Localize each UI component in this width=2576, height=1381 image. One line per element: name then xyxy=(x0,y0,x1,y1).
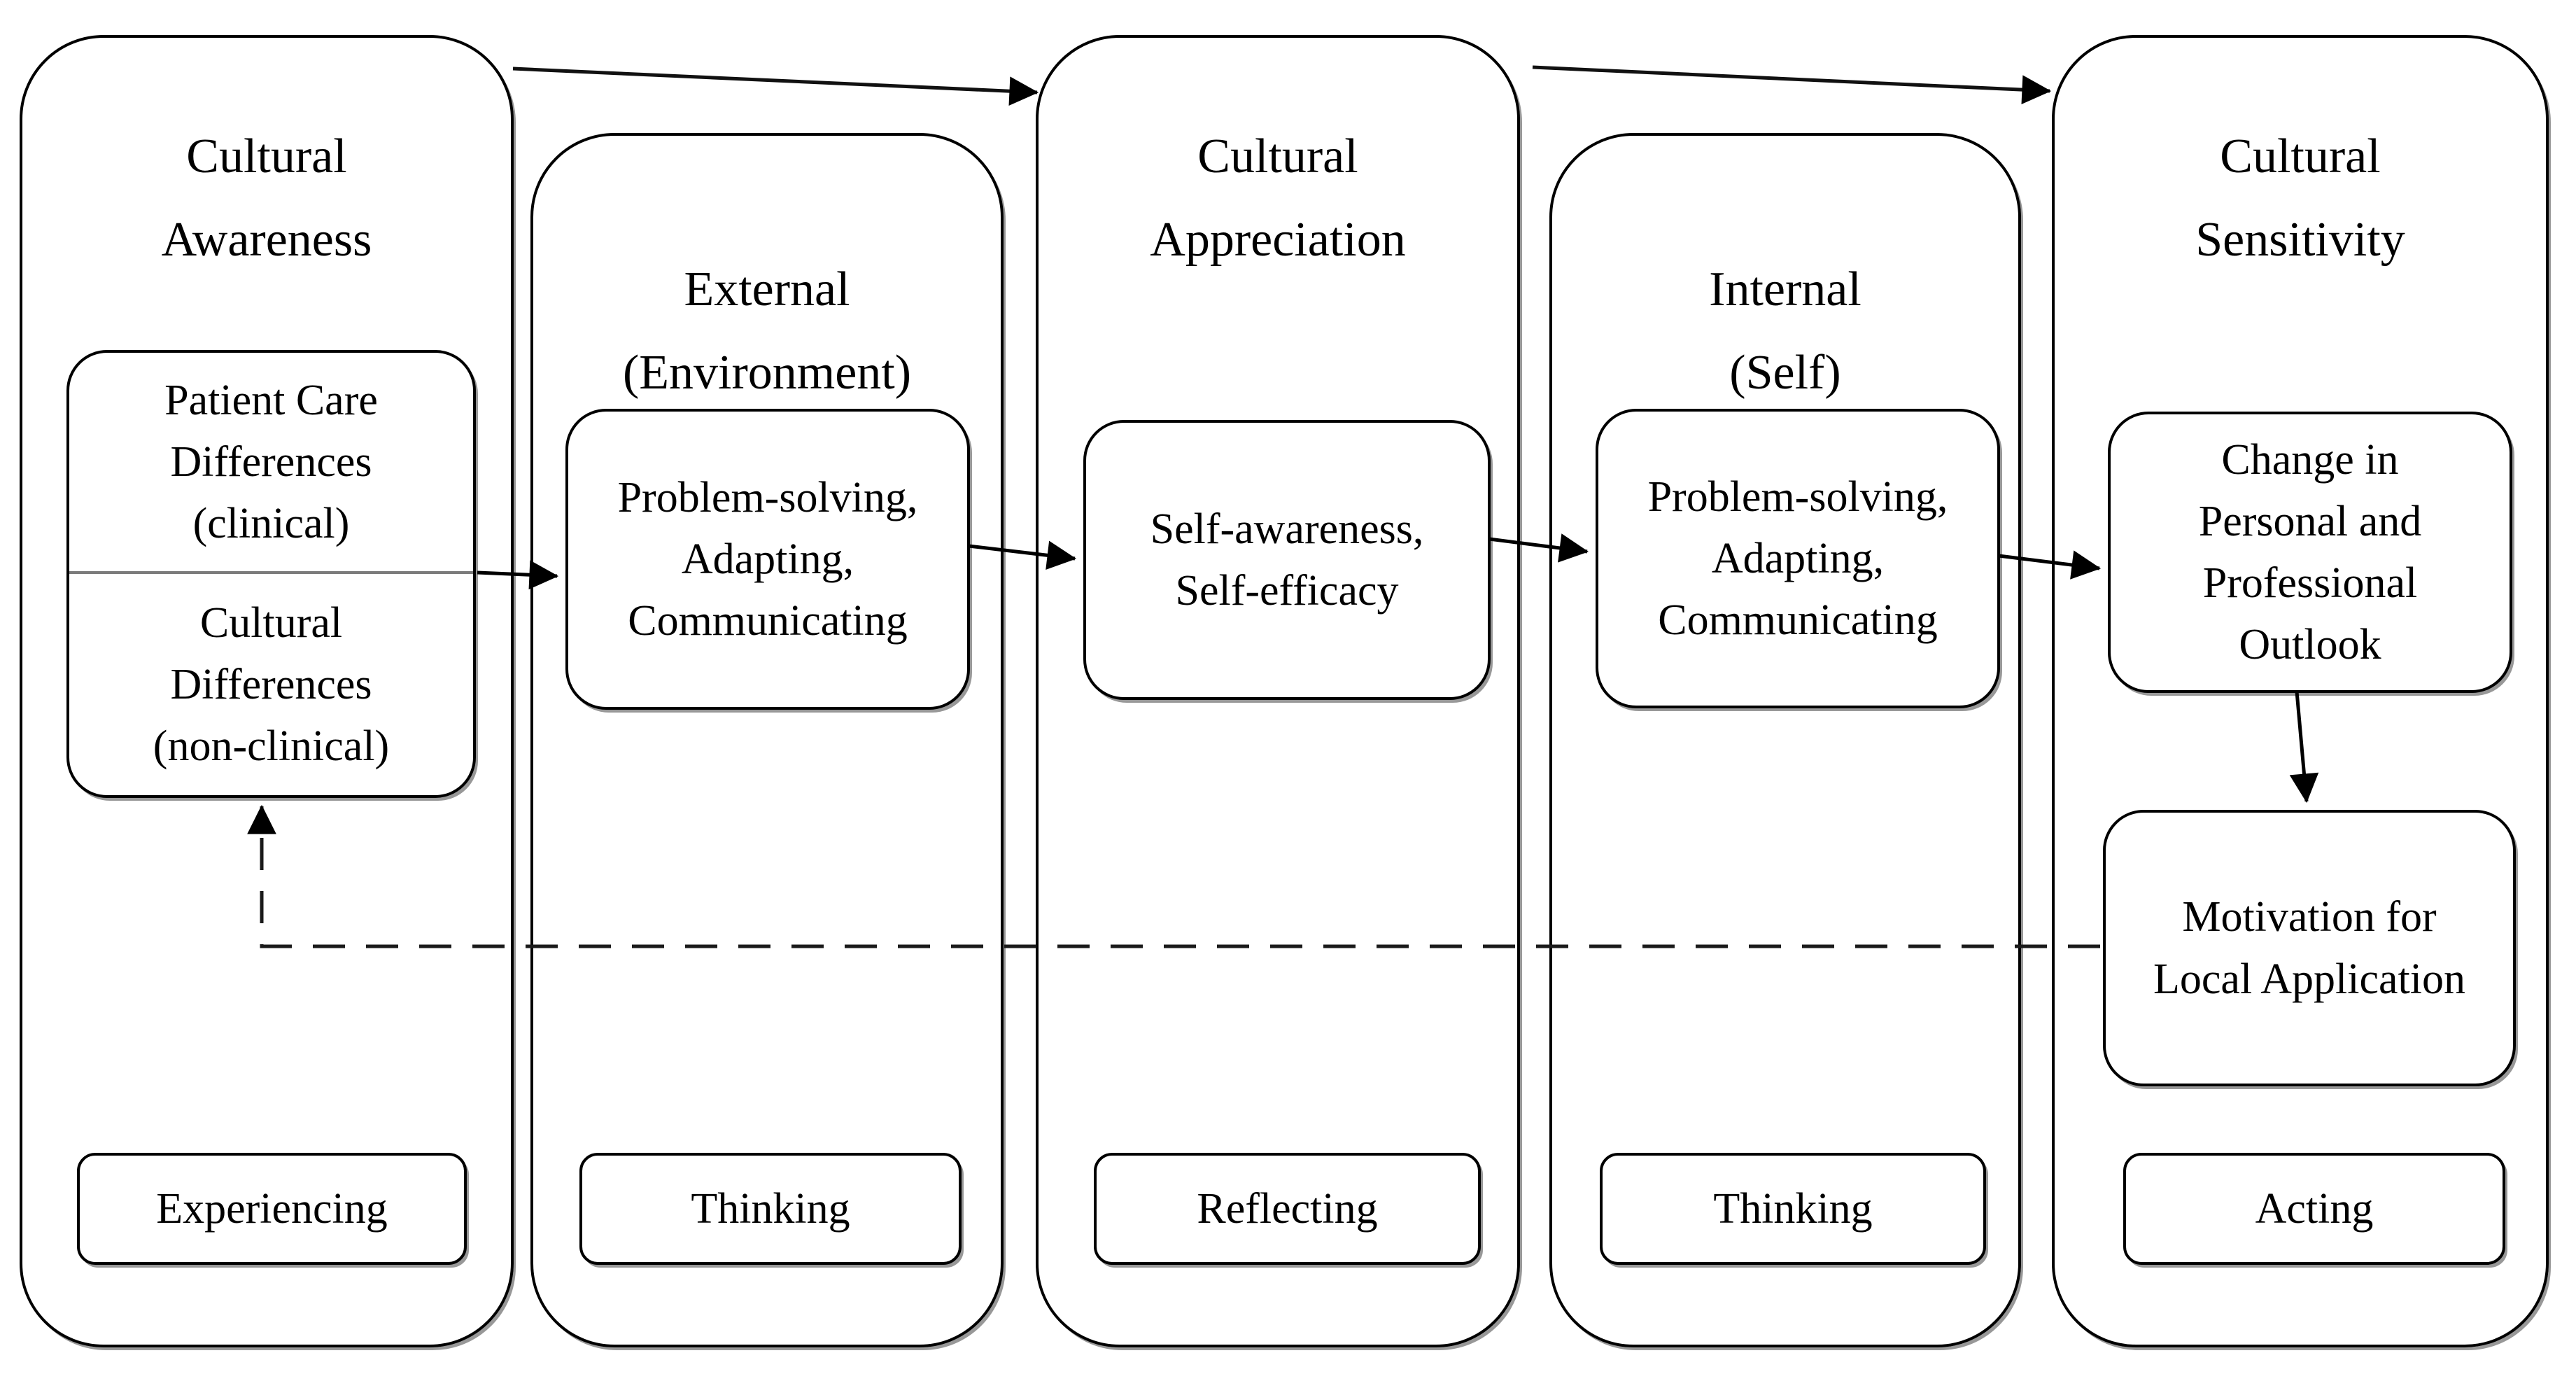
label-experiencing: Experiencing xyxy=(77,1153,467,1265)
stage-title-external-environment: External (Environment) xyxy=(622,262,912,400)
stage-column-cultural-appreciation: Cultural Appreciation xyxy=(1036,35,1520,1347)
stage-column-internal-self: Internal (Self) xyxy=(1549,133,2021,1347)
label-reflecting: Reflecting xyxy=(1094,1153,1481,1265)
label-thinking-internal: Thinking xyxy=(1600,1153,1986,1265)
box-cultural-differences-non-clinical: Cultural Differences (non-clinical) xyxy=(69,571,473,795)
stage-column-cultural-awareness: Cultural Awareness xyxy=(20,35,514,1347)
box-patient-care-differences-clinical: Patient Care Differences (clinical) xyxy=(164,376,378,548)
stage-title-cultural-awareness: Cultural Awareness xyxy=(161,129,372,267)
arrow-appreciation-to-sensitivity xyxy=(1532,65,2052,104)
box-self-awareness-self-efficacy: Self-awareness, Self-efficacy xyxy=(1083,420,1491,700)
box-differences: Patient Care Differences (clinical) Cult… xyxy=(66,350,476,798)
stage-title-cultural-appreciation: Cultural Appreciation xyxy=(1150,129,1406,267)
arrow-awareness-to-appreciation xyxy=(512,66,1039,106)
box-motivation-local-application: Motivation for Local Application xyxy=(2103,810,2516,1086)
stage-title-cultural-sensitivity: Cultural Sensitivity xyxy=(2195,129,2405,267)
label-acting: Acting xyxy=(2123,1153,2505,1265)
box-problem-solving-external: Problem-solving, Adapting, Communicating xyxy=(565,409,970,710)
box-change-in-outlook: Change in Personal and Professional Outl… xyxy=(2108,412,2512,693)
stage-title-internal-self: Internal (Self) xyxy=(1709,262,1861,400)
stage-column-external-environment: External (Environment) xyxy=(530,133,1004,1347)
box-problem-solving-internal: Problem-solving, Adapting, Communicating xyxy=(1596,409,2000,708)
stage-column-cultural-sensitivity: Cultural Sensitivity xyxy=(2052,35,2549,1347)
label-thinking-external: Thinking xyxy=(579,1153,962,1265)
